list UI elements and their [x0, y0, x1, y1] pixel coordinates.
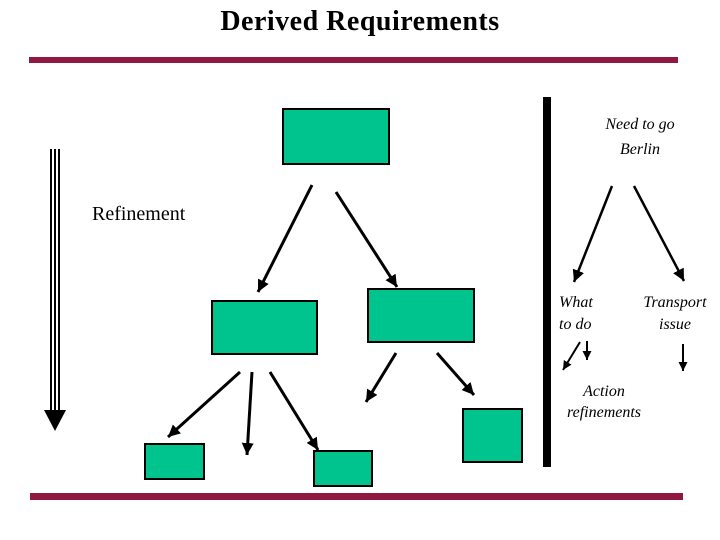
- title-underline-rule: [29, 57, 678, 63]
- refinement-label: Refinement: [92, 203, 186, 225]
- divider-line: [543, 97, 551, 467]
- what-to-do-label: What to do: [559, 294, 593, 333]
- node-grandchild-left: [144, 443, 205, 480]
- action-refinements-label: Action refinements: [566, 383, 642, 421]
- need-to-go-berlin-label: Need to go Berlin: [605, 116, 675, 158]
- node-child-right: [367, 288, 475, 343]
- edge-berlin-to-transport: [632, 185, 686, 282]
- slide-title: Derived Requirements: [220, 6, 500, 37]
- node-root-requirement: [282, 108, 390, 165]
- edge-what-to-action-diagonal: [562, 341, 581, 371]
- node-child-left: [211, 300, 318, 355]
- edge-berlin-to-what: [572, 185, 614, 283]
- transport-issue-label: Transport issue: [643, 294, 707, 333]
- edge-leftchild-to-leaf-middle: [268, 371, 320, 451]
- node-grandchild-right: [462, 408, 523, 463]
- edge-rightchild-to-leaf-right: [435, 352, 476, 396]
- edge-leftchild-to-leaf-left: [166, 370, 242, 439]
- refinement-direction-arrow: [44, 149, 66, 431]
- edge-rightchild-down-left: [364, 352, 398, 403]
- edge-root-to-left-child: [256, 184, 314, 293]
- node-grandchild-middle: [313, 450, 373, 487]
- edge-leftchild-down: [241, 371, 254, 456]
- edge-root-to-right-child: [334, 191, 399, 288]
- footer-rule: [30, 493, 683, 500]
